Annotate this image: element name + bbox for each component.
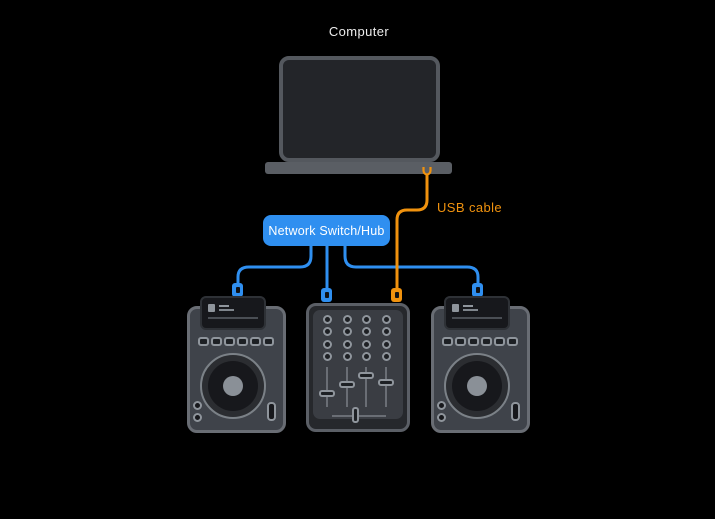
cue-button [494,337,505,346]
cue-button-dot [193,413,202,422]
jog-wheel-icon [444,353,510,419]
cue-button [237,337,248,346]
mixer-knob [362,339,371,349]
crossfader-track [332,415,386,417]
channel-fader-handle [319,390,335,397]
network-switch-node: Network Switch/Hub [263,215,390,246]
hot-cue-buttons [198,337,274,346]
usb-cable-label: USB cable [437,200,503,215]
mixer-knob [362,315,371,324]
channel-fader-track [385,367,387,407]
ethernet-cable-right [343,246,480,285]
crossfader-handle [352,407,359,423]
mixer-knob [381,327,391,337]
cue-button [481,337,492,346]
cue-button [468,337,479,346]
channel-fader-track [365,367,367,407]
play-button-dot [437,401,446,410]
jog-wheel-center [467,376,487,396]
channel-fader-track [326,367,328,407]
player-display [444,296,510,330]
mixer-knob [342,327,352,337]
display-divider [208,317,258,319]
display-thumbnail [208,304,215,312]
channel-fader-handle [339,381,355,388]
ethernet-plug-right-player-icon [472,283,483,297]
play-button-dot [193,401,202,410]
ethernet-plug-mixer-icon [321,288,332,302]
mixer-knob [323,327,332,337]
ethernet-plug-left-player-icon [232,283,243,297]
player-display [200,296,266,330]
display-text-line [219,305,229,307]
mixer-knob [323,339,332,349]
cue-button [198,337,209,346]
dj-player-right-icon [431,296,530,433]
cue-button [455,337,466,346]
jog-wheel-icon [200,353,266,419]
mixer-knob [381,315,391,324]
display-text-line [463,305,473,307]
mixer-knob [342,315,352,324]
display-text-line [463,309,478,311]
mixer-knob [323,351,332,361]
display-thumbnail [452,304,459,312]
cue-button [250,337,261,346]
cue-button [442,337,453,346]
usb-cable-path [395,174,429,290]
pitch-fader [511,402,520,421]
mixer-knob [362,351,371,361]
jog-wheel-center [223,376,243,396]
ethernet-cable-left [236,246,313,285]
laptop-icon [279,56,440,162]
pitch-fader [267,402,276,421]
mixer-knob [342,351,352,361]
dj-mixer-icon [306,303,410,432]
computer-label: Computer [328,24,390,39]
usb-plug-mixer-icon [391,288,402,302]
mixer-knob [381,339,391,349]
channel-fader-handle [378,379,394,386]
display-divider [452,317,502,319]
mixer-knob [362,327,371,337]
cue-button [224,337,235,346]
network-switch-label: Network Switch/Hub [268,223,385,238]
cue-button [263,337,274,346]
laptop-base [265,162,452,174]
cue-button [211,337,222,346]
display-text-line [219,309,234,311]
mixer-knob [323,315,332,324]
cue-button [507,337,518,346]
dj-player-left-icon [187,296,286,433]
mixer-knob [342,339,352,349]
hot-cue-buttons [442,337,518,346]
mixer-knobs [323,315,391,361]
cue-button-dot [437,413,446,422]
channel-fader-handle [358,372,374,379]
mixer-knob [381,351,391,361]
